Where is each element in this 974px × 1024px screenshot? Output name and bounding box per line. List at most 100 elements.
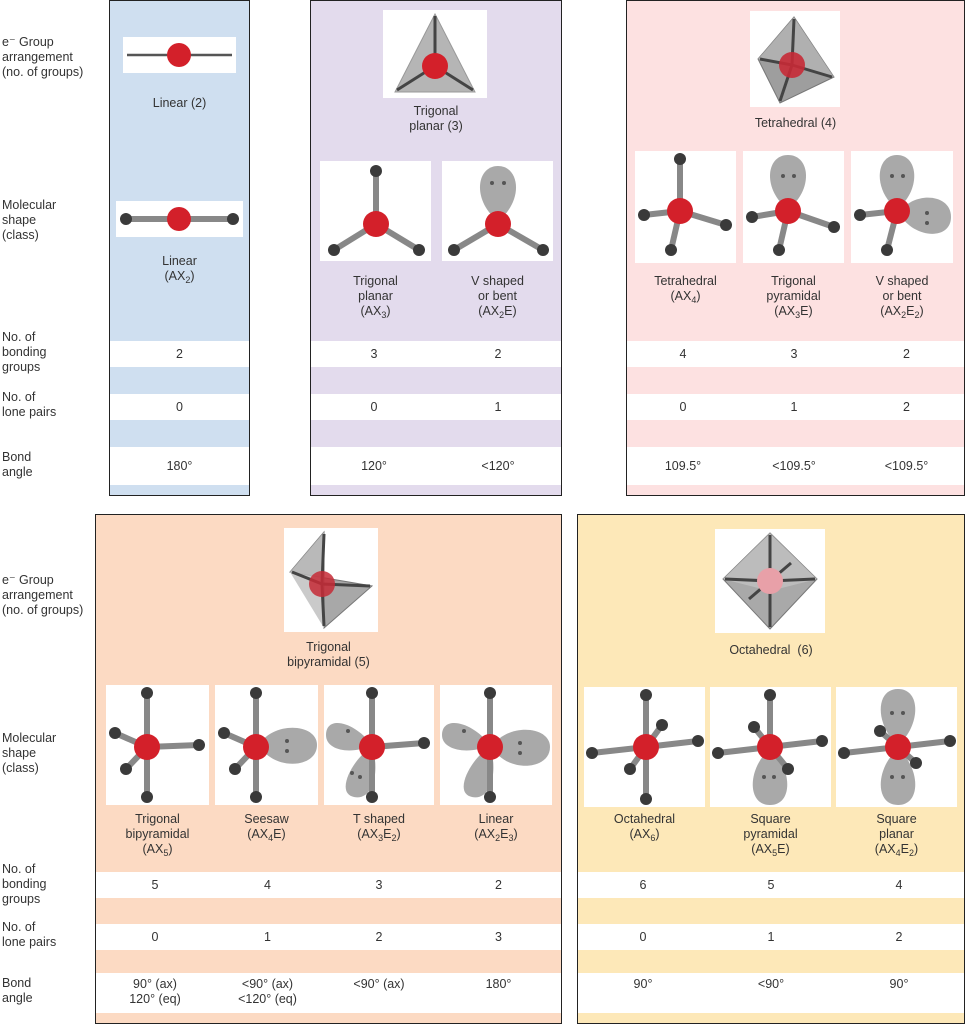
lone-pairs-value: 1 xyxy=(213,924,322,950)
shape-caption: Trigonal bipyramidal (AX5) xyxy=(125,812,190,858)
arrangement-image-trigonal-planar xyxy=(383,10,487,98)
lone-pairs-value: 2 xyxy=(321,924,437,950)
lone-pair-lobe-icon xyxy=(259,727,317,764)
lone-pair-lobe-icon xyxy=(345,747,376,798)
lone-pairs-value: 1 xyxy=(707,924,835,950)
terminal-atom-icon xyxy=(413,244,425,256)
terminal-atom-icon xyxy=(250,791,262,803)
bond-angle-value: 90° xyxy=(834,973,964,1013)
terminal-atom-icon xyxy=(484,791,496,803)
central-atom-icon xyxy=(633,734,659,760)
row-label-bond-angle: Bond angle xyxy=(2,450,33,479)
terminal-atom-icon xyxy=(712,747,724,759)
row-label-bonding-groups: No. of bonding groups xyxy=(2,330,47,374)
bond-angle-value: <120° xyxy=(435,447,561,485)
terminal-atom-icon xyxy=(120,213,132,225)
shape-image-trigonal-planar xyxy=(320,161,431,261)
terminal-atom-icon xyxy=(828,221,840,233)
bond-angle-value: 90° xyxy=(578,973,708,1013)
terminal-atom-icon xyxy=(944,735,956,747)
lone-pairs-value: 0 xyxy=(110,394,249,420)
terminal-atom-icon xyxy=(640,689,652,701)
terminal-atom-icon xyxy=(874,725,886,737)
terminal-atom-icon xyxy=(624,763,636,775)
shape-caption: Square pyramidal (AX5E) xyxy=(743,812,798,858)
panel-trigonal-bipyramidal: Trigonal bipyramidal (5) xyxy=(95,514,562,1024)
arrangement-image-octahedral xyxy=(715,529,825,633)
central-atom-icon xyxy=(243,734,269,760)
panel-octahedral: Octahedral (6) xyxy=(577,514,965,1024)
shape-caption: V shaped or bent (AX2E) xyxy=(471,274,524,320)
shape-image-trigonal-bipyramidal xyxy=(106,685,209,805)
terminal-atom-icon xyxy=(640,793,652,805)
bonding-groups-value: 3 xyxy=(321,872,437,898)
terminal-atom-icon xyxy=(638,209,650,221)
central-atom-icon xyxy=(477,734,503,760)
panel-linear: Linear (2) Linear (AX2) 2 0 180° xyxy=(109,0,250,496)
shape-caption: Linear (AX2E3) xyxy=(474,812,518,843)
lone-pair-lobe-icon xyxy=(479,166,517,221)
arrangement-image-linear xyxy=(123,37,236,73)
terminal-atom-icon xyxy=(692,735,704,747)
central-atom-icon xyxy=(485,211,511,237)
bond-angle-value: <90° (ax) <120° (eq) xyxy=(213,973,322,1013)
shape-caption: V shaped or bent (AX2E2) xyxy=(875,274,929,320)
lone-pairs-value: 0 xyxy=(627,394,739,420)
terminal-atom-icon xyxy=(746,211,758,223)
shape-image-linear-ax2e3 xyxy=(440,685,552,805)
terminal-atom-icon xyxy=(218,727,230,739)
shape-image-seesaw xyxy=(215,685,318,805)
arrangement-label: Trigonal bipyramidal (5) xyxy=(287,640,370,669)
lone-pairs-value: 1 xyxy=(435,394,561,420)
central-atom-icon xyxy=(363,211,389,237)
central-atom-icon xyxy=(775,198,801,224)
lone-pairs-value: 3 xyxy=(436,924,561,950)
terminal-atom-icon xyxy=(227,213,239,225)
lone-pairs-value: 0 xyxy=(578,924,708,950)
terminal-atom-icon xyxy=(250,687,262,699)
shape-image-v-shaped xyxy=(442,161,553,261)
bond-angle-value: <90° (ax) xyxy=(321,973,437,1013)
terminal-atom-icon xyxy=(328,244,340,256)
arrangement-label: Trigonal planar (3) xyxy=(409,104,463,133)
lone-pair-lobe-icon xyxy=(879,155,915,209)
shape-caption: Tetrahedral (AX4) xyxy=(654,274,717,305)
central-atom-icon xyxy=(884,198,910,224)
bond-angle-value: 109.5° xyxy=(627,447,739,485)
bonding-groups-value: 2 xyxy=(435,341,561,367)
central-atom-icon xyxy=(885,734,911,760)
shape-caption: Octahedral (AX6) xyxy=(613,812,676,843)
lone-pairs-value: 1 xyxy=(738,394,850,420)
bonding-groups-value: 4 xyxy=(213,872,322,898)
terminal-atom-icon xyxy=(484,687,496,699)
bonding-groups-value: 2 xyxy=(849,341,964,367)
shape-caption: Seesaw (AX4E) xyxy=(244,812,289,843)
bonding-groups-value: 3 xyxy=(311,341,437,367)
terminal-atom-icon xyxy=(370,165,382,177)
shape-caption: Linear (AX2) xyxy=(162,254,197,285)
bond-angle-value: 180° xyxy=(110,447,249,485)
row-label-electron-group: e⁻ Group arrangement (no. of groups) xyxy=(2,35,84,79)
arrangement-image-tetrahedral xyxy=(750,11,840,107)
shape-caption: Square planar (AX4E2) xyxy=(874,812,919,858)
central-atom-icon xyxy=(422,53,448,79)
bond-angle-value: <109.5° xyxy=(849,447,964,485)
shape-image-t-shaped xyxy=(324,685,434,805)
terminal-atom-icon xyxy=(141,687,153,699)
terminal-atom-icon xyxy=(586,747,598,759)
terminal-atom-icon xyxy=(764,689,776,701)
row-label-lone-pairs: No. of lone pairs xyxy=(2,390,57,419)
bond-angle-value: 180° xyxy=(436,973,561,1013)
terminal-atom-icon xyxy=(418,737,430,749)
shape-image-v-shaped-bent xyxy=(851,151,953,263)
terminal-atom-icon xyxy=(854,209,866,221)
lone-pair-lobe-icon xyxy=(492,729,550,766)
lone-pair-lobe-icon xyxy=(899,197,951,234)
shape-image-octahedral xyxy=(584,687,705,807)
central-atom-icon xyxy=(167,43,191,67)
row-label-lone-pairs: No. of lone pairs xyxy=(2,920,57,949)
terminal-atom-icon xyxy=(120,763,132,775)
bonding-groups-value: 5 xyxy=(96,872,214,898)
central-atom-icon xyxy=(309,571,335,597)
terminal-atom-icon xyxy=(229,763,241,775)
